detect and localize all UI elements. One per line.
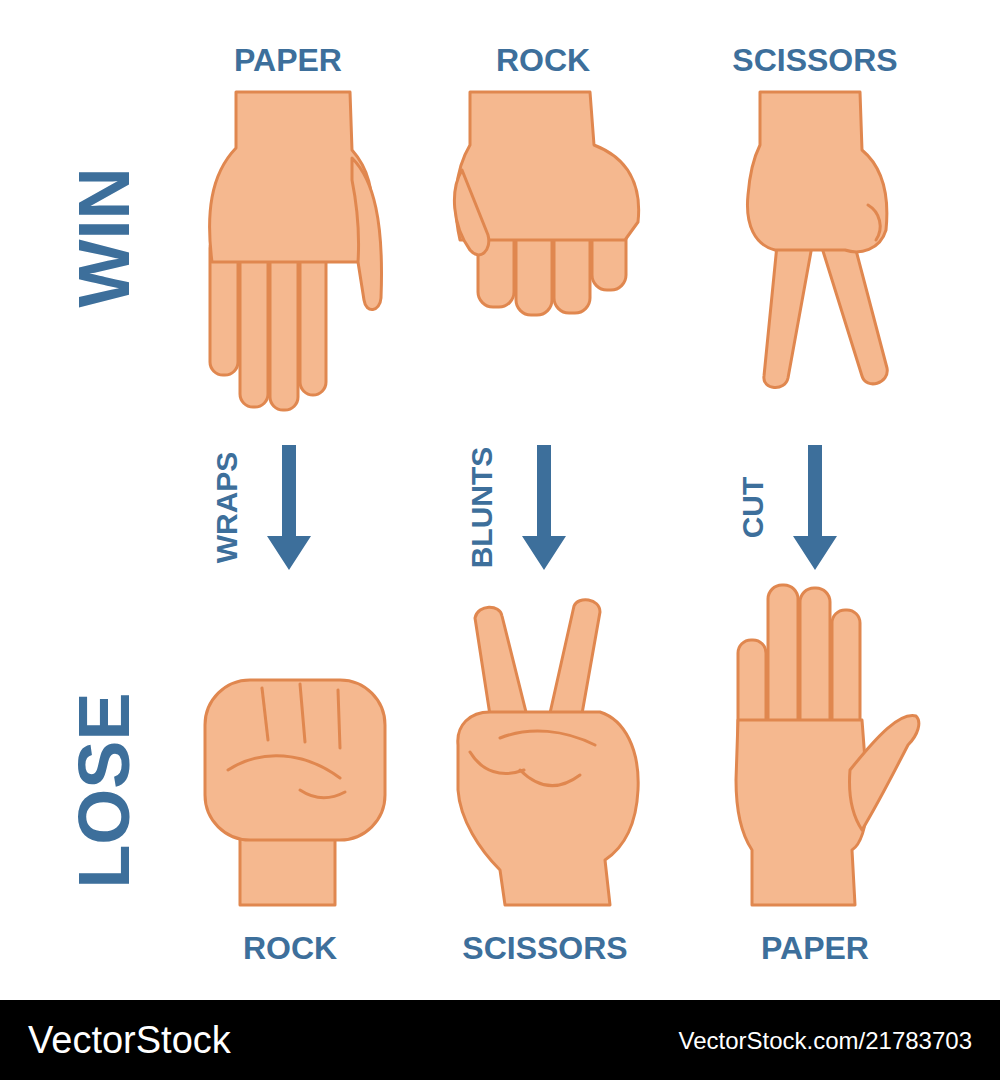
arrow-connector (267, 445, 311, 570)
arrow-connector (522, 445, 566, 570)
hand-label: SCISSORS (419, 928, 671, 968)
hand-label: ROCK (164, 928, 416, 968)
lose-heading: LOSE (65, 692, 144, 888)
win-heading: WIN (65, 167, 144, 307)
paper-hand-top (210, 92, 382, 410)
watermark-id: VectorStock.com/21783703 (678, 1026, 972, 1056)
hand-node: PAPER (689, 570, 941, 968)
hand-label: PAPER (162, 40, 414, 80)
hand-node: ROCK (417, 40, 669, 445)
hand-node: SCISSORS (419, 570, 671, 968)
rock-hand-top (454, 92, 638, 315)
scissors-hand-top (747, 92, 887, 388)
hand-label: SCISSORS (689, 40, 941, 80)
footer-bar: VectorStock VectorStock.com/21783703 (0, 1000, 1000, 1080)
paper-hand-bottom (736, 585, 919, 905)
hand-node: PAPER (162, 40, 414, 445)
edge-label: CUT (736, 475, 769, 541)
rock-hand-bottom (205, 680, 385, 905)
hand-node: ROCK (164, 570, 416, 968)
watermark-logo: VectorStock (28, 1018, 231, 1062)
edge-label: BLUNTS (465, 445, 498, 571)
hand-label: PAPER (689, 928, 941, 968)
hand-node: SCISSORS (689, 40, 941, 445)
hand-label: ROCK (417, 40, 669, 80)
edge-label: WRAPS (210, 450, 243, 566)
scissors-hand-bottom (458, 600, 638, 905)
arrow-connector (793, 445, 837, 570)
